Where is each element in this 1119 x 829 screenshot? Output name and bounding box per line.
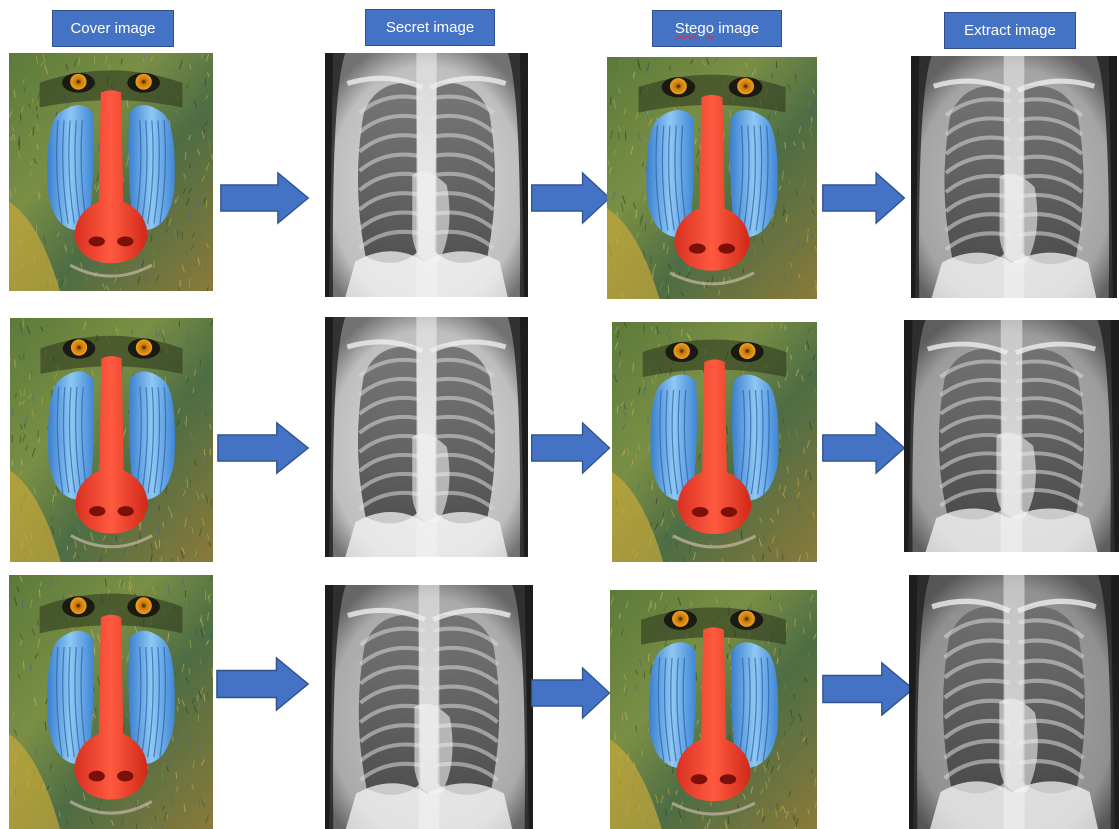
stego-image-header: Stego image (652, 10, 782, 47)
arrow-secret-to-stego-row-3 (530, 665, 612, 721)
arrow-secret-to-stego-row-2 (530, 420, 612, 476)
secret-image-header: Secret image (365, 9, 495, 46)
cover-image-row-2 (10, 318, 213, 562)
extract-image-header: Extract image (944, 12, 1076, 49)
arrow-stego-to-extract-row-3 (821, 660, 916, 718)
arrow-cover-to-secret-row-1 (219, 170, 311, 226)
arrow-cover-to-secret-row-3 (215, 655, 311, 713)
arrow-stego-to-extract-row-1 (821, 170, 907, 226)
cover-image-row-3 (9, 575, 213, 829)
arrow-stego-to-extract-row-2 (821, 420, 907, 476)
arrow-cover-to-secret-row-2 (216, 420, 311, 476)
extract-image-row-3 (909, 575, 1119, 829)
cover-image-header: Cover image (52, 10, 174, 47)
secret-image-row-1 (325, 53, 528, 297)
secret-image-row-3 (325, 585, 533, 829)
stego-image-row-2 (612, 322, 817, 562)
stego-image-row-1 (607, 57, 817, 299)
cover-image-row-1 (9, 53, 213, 291)
arrow-secret-to-stego-row-1 (530, 170, 612, 226)
extract-image-row-2 (904, 320, 1119, 552)
secret-image-row-2 (325, 317, 528, 557)
extract-image-row-1 (911, 56, 1117, 298)
stego-image-row-3 (610, 590, 817, 829)
